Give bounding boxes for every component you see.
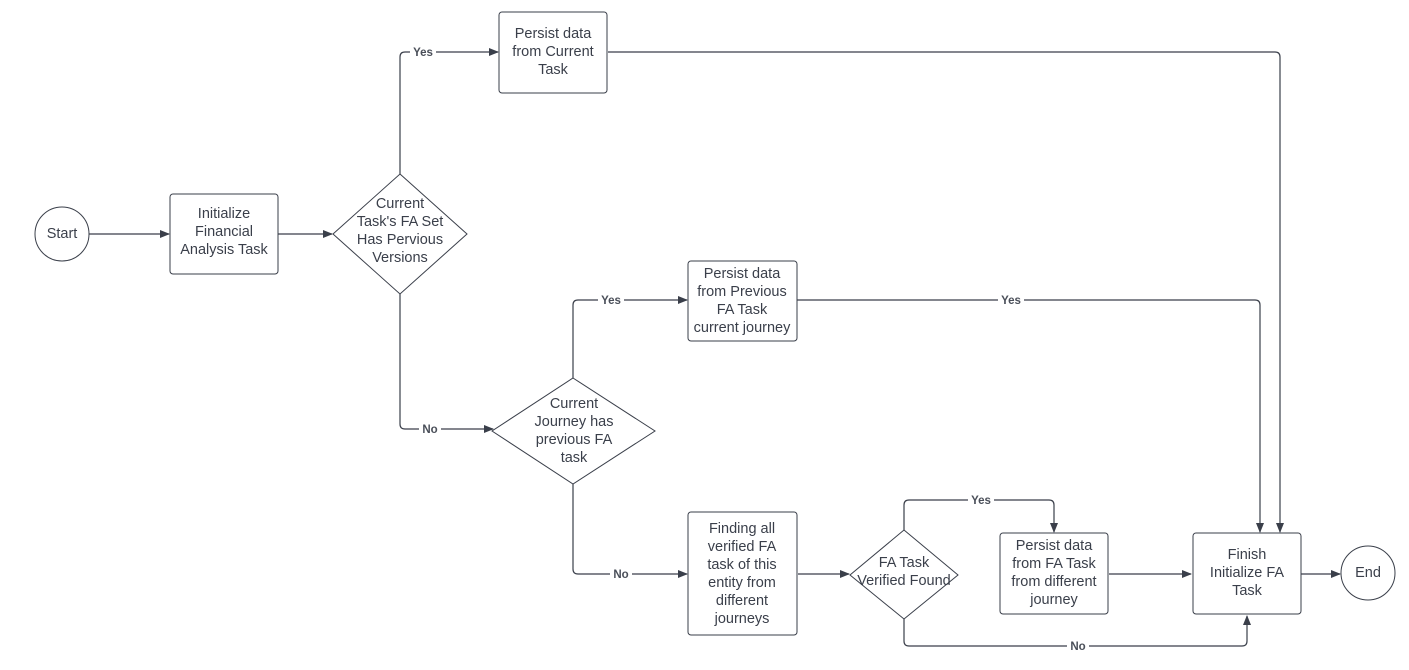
end-node[interactable]: End [1340,545,1396,601]
node-text-line: from Current [512,44,593,60]
node-text-line: Current [376,196,424,212]
edge-p1-to-finish [608,51,1284,533]
edge-label-d2-yes: Yes [598,293,624,307]
node-text-line: FA Task [879,555,930,571]
node-text-line: Start [47,226,78,242]
node-text-line: different [716,593,768,609]
node-text-line: Persist data [704,266,781,282]
finding-verified-fa-tasks-node[interactable]: Finding all verified FA task of this entity… [687,511,798,636]
svg-text:No: No [422,424,437,436]
node-text-line: from FA Task [1012,556,1096,572]
node-text-line: Versions [372,250,428,266]
edge-label-d3-no: No [1067,639,1089,653]
node-text-line: Initialize FA [1210,565,1284,581]
node-text-line: Task [538,62,569,78]
persist-different-journey-node[interactable]: Persist data from FA Task from different jo… [999,532,1109,615]
svg-text:No: No [1070,641,1085,653]
node-text-line: End [1355,565,1381,581]
node-text-line: Persist data [515,26,592,42]
svg-text:Yes: Yes [413,47,433,59]
edge-label-d2-no: No [610,567,632,581]
node-text-line: Analysis Task [180,242,268,258]
node-text-line: verified FA [708,539,777,555]
node-text-line: task of this [707,557,776,573]
start-node[interactable]: Start [34,206,90,262]
edge-d1-no-to-d2 [399,294,494,433]
node-text-line: task [561,450,588,466]
edge-label-d1-yes: Yes [410,45,436,59]
node-text-line: Current [550,396,598,412]
persist-previous-fa-task-label: Persist data from Previous FA Task current … [694,266,791,336]
edge-d2-no-to-find [572,484,688,578]
node-text-line: Financial [195,224,253,240]
node-text-line: Verified Found [857,573,951,589]
edge-label-d3-yes: Yes [968,493,994,507]
svg-text:Yes: Yes [601,295,621,307]
edge-label-d1-no: No [419,422,441,436]
node-text-line: Task's FA Set [357,214,444,230]
persist-previous-fa-task-node[interactable]: Persist data from Previous FA Task current … [687,260,798,342]
node-text-line: from Previous [697,284,786,300]
node-text-line: FA Task [717,302,768,318]
node-text-line: Finish [1228,547,1267,563]
finding-verified-fa-tasks-label: Finding all verified FA task of this entity… [707,521,776,627]
edge-label-p2-yes: Yes [998,293,1024,307]
node-text-line: journeys [714,611,770,627]
node-text-line: Persist data [1016,538,1093,554]
svg-text:Yes: Yes [971,495,991,507]
end-node-label: End [1355,565,1381,581]
edge-p2-yes-to-finish [797,299,1264,533]
node-text-line: journey [1029,592,1078,608]
node-text-line: previous FA [536,432,613,448]
node-text-line: Journey has [535,414,614,430]
svg-text:Yes: Yes [1001,295,1021,307]
node-text-line: Has Pervious [357,232,443,248]
node-text-line: Task [1232,583,1263,599]
svg-text:No: No [613,569,628,581]
start-node-label: Start [47,226,78,242]
node-text-line: Initialize [198,206,250,222]
edge-d2-yes-to-p2 [572,296,688,378]
node-text-line: current journey [694,320,791,336]
node-text-line: from different [1011,574,1096,590]
node-text-line: Finding all [709,521,775,537]
edge-d1-yes-to-p1 [399,48,499,174]
persist-different-journey-label: Persist data from FA Task from different jo… [1011,538,1096,608]
node-text-line: entity from [708,575,776,591]
